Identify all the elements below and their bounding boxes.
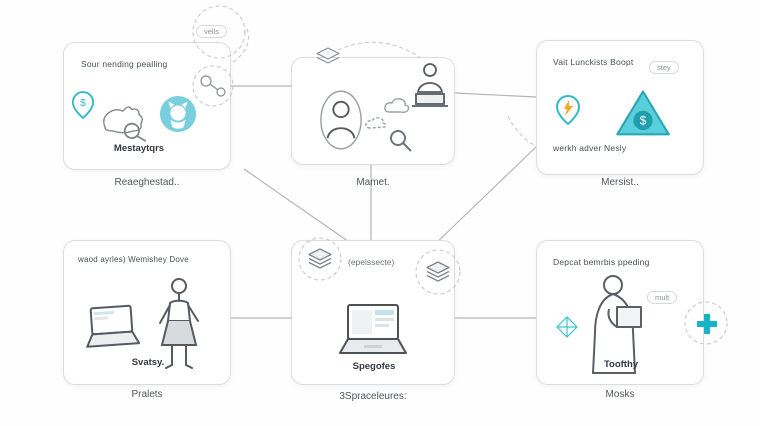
laptop-icon <box>86 304 141 348</box>
speech-clouds-icon <box>365 98 412 152</box>
card-bottom-left: waod ayrles) Wemishey Dove <box>63 240 231 385</box>
card-note: (epelssecte) <box>348 257 395 267</box>
svg-text:$: $ <box>640 115 647 128</box>
card-top-middle <box>291 57 455 165</box>
caption-bottom-middle: 3Spraceleures: <box>339 391 407 402</box>
card-bottom-right: Depcat bemrbis ppeding mult Toofthy <box>536 240 704 385</box>
cat-badge-icon <box>159 95 197 133</box>
card-top-left: Sour nending pealling $ Mestaytqrs <box>63 42 231 170</box>
animal-doodle-icon <box>103 106 147 142</box>
pin-dollar-icon: $ <box>71 91 95 120</box>
dashed-decor-curves <box>232 25 537 147</box>
pin-bolt-icon <box>555 94 581 126</box>
solid-connectors <box>231 85 537 319</box>
card-title: Depcat bemrbis ppeding <box>553 257 650 267</box>
wireframe-drone-icon <box>556 316 578 338</box>
card-title: waod ayrles) Wemishey Dove <box>78 255 189 264</box>
card-label: Spegofes <box>352 361 396 372</box>
card-bottom-middle: (epelssecte) Spegofes <box>291 240 455 385</box>
card-subtitle: werkh adver Nesly <box>553 143 627 153</box>
presenter-icon <box>412 63 448 107</box>
magnifier-icon <box>390 130 406 146</box>
laptop-icon <box>339 304 407 354</box>
caption-top-right: Mersist.. <box>601 177 639 188</box>
status-pill: stey <box>649 61 679 74</box>
card-label: Toofthy <box>603 359 639 370</box>
status-pill: mult <box>647 291 678 304</box>
card-top-right: Vait Lunckists Boopt stey $ werkh adver … <box>536 40 704 175</box>
person-oval-icon <box>320 90 362 150</box>
decor-pill: vells <box>196 25 228 38</box>
caption-top-middle: Mamet. <box>356 177 390 188</box>
woman-figure-icon <box>159 278 199 369</box>
card-label: Mestaytqrs <box>113 143 165 154</box>
warning-triangle-dollar-icon: $ <box>616 90 670 136</box>
card-title: Vait Lunckists Boopt <box>553 57 634 67</box>
robe-figure-icon <box>592 275 642 374</box>
caption-bottom-right: Mosks <box>605 389 635 400</box>
magnifier-icon <box>123 122 140 139</box>
caption-top-left: Reaeghestad.. <box>114 177 180 188</box>
card-label: Svatsy. <box>131 357 165 368</box>
caption-bottom-left: Pralets <box>131 389 163 400</box>
card-title: Sour nending pealling <box>81 59 168 69</box>
svg-text:$: $ <box>80 98 86 109</box>
